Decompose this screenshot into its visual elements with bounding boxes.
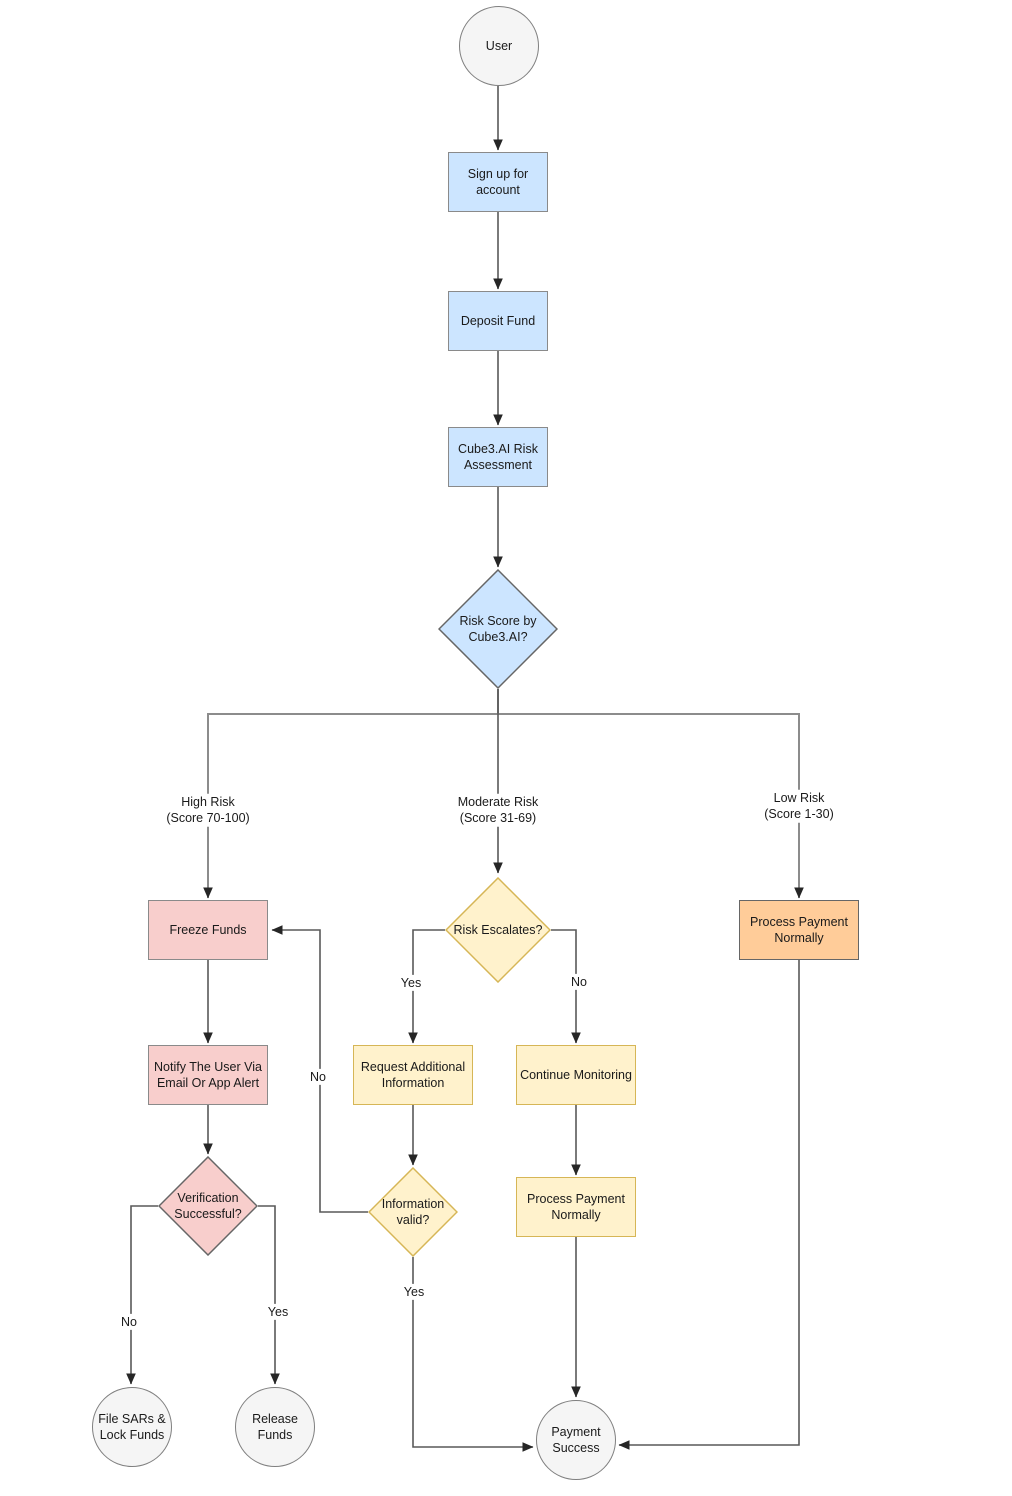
node-label: Notify The User Via Email Or App Alert: [154, 1059, 262, 1090]
node-payment-success: Payment Success: [536, 1400, 616, 1480]
edge-label-high-risk: High Risk (Score 70-100): [163, 793, 253, 827]
node-label: User: [485, 38, 513, 53]
node-label: Release Funds: [252, 1411, 298, 1442]
edge-label-escalates-no: No: [568, 973, 590, 991]
node-information-valid-decision: Information valid?: [368, 1167, 458, 1257]
edge-label-infovalid-no: No: [307, 1068, 329, 1086]
node-label: Payment Success: [551, 1424, 601, 1455]
edge-label-infovalid-yes: Yes: [400, 1283, 428, 1301]
node-label: Request Additional Information: [360, 1059, 466, 1090]
edge-escalates-no-to-monitoring: [551, 929, 581, 1044]
edge-infovalid-yes-to-success: [412, 1257, 534, 1452]
edge-label-escalates-yes: Yes: [397, 974, 425, 992]
node-sign-up: Sign up for account: [448, 152, 548, 212]
node-label: Process Payment Normally: [527, 1191, 625, 1222]
node-label: File SARs & Lock Funds: [98, 1411, 166, 1442]
node-continue-monitoring: Continue Monitoring: [516, 1045, 636, 1105]
node-deposit-fund: Deposit Fund: [448, 291, 548, 351]
node-notify-user: Notify The User Via Email Or App Alert: [148, 1045, 268, 1105]
node-process-payment-low: Process Payment Normally: [739, 900, 859, 960]
node-label: Verification Successful?: [174, 1190, 242, 1221]
diamond-shape: [438, 569, 558, 689]
node-verification-decision: Verification Successful?: [158, 1156, 258, 1256]
edge-label-verification-yes: Yes: [264, 1303, 292, 1321]
node-request-additional-info: Request Additional Information: [353, 1045, 473, 1105]
edge-riskscore-to-processpayment-lowrisk: [497, 689, 804, 899]
edge-verification-yes-to-release: [258, 1205, 280, 1385]
node-label: Continue Monitoring: [520, 1067, 632, 1082]
node-label: Freeze Funds: [169, 922, 247, 937]
edge-escalates-yes-to-requestinfo: [408, 929, 445, 1044]
node-label: Cube3.AI Risk Assessment: [458, 441, 538, 472]
node-risk-escalates-decision: Risk Escalates?: [445, 877, 551, 983]
node-label: Information valid?: [381, 1196, 445, 1227]
node-risk-assessment: Cube3.AI Risk Assessment: [448, 427, 548, 487]
node-freeze-funds: Freeze Funds: [148, 900, 268, 960]
node-label: Deposit Fund: [460, 313, 536, 328]
diamond-shape: [445, 877, 551, 983]
node-label: Risk Escalates?: [453, 922, 543, 937]
node-risk-score-decision: Risk Score by Cube3.AI?: [438, 569, 558, 689]
edge-label-low-risk: Low Risk (Score 1-30): [761, 789, 837, 823]
diamond-shape: [368, 1167, 458, 1257]
node-label: Process Payment Normally: [750, 914, 848, 945]
node-label: Risk Score by Cube3.AI?: [459, 613, 537, 644]
node-user: User: [459, 6, 539, 86]
edge-label-verification-no: No: [118, 1313, 140, 1331]
edge-lowrisk-to-success: [618, 960, 800, 1450]
node-process-payment-moderate: Process Payment Normally: [516, 1177, 636, 1237]
edge-label-moderate-risk: Moderate Risk (Score 31-69): [454, 793, 542, 827]
node-release-funds: Release Funds: [235, 1387, 315, 1467]
node-file-sars: File SARs & Lock Funds: [92, 1387, 172, 1467]
diamond-shape: [158, 1156, 258, 1256]
edge-verification-no-to-filesars: [126, 1205, 158, 1385]
node-label: Sign up for account: [467, 166, 529, 197]
